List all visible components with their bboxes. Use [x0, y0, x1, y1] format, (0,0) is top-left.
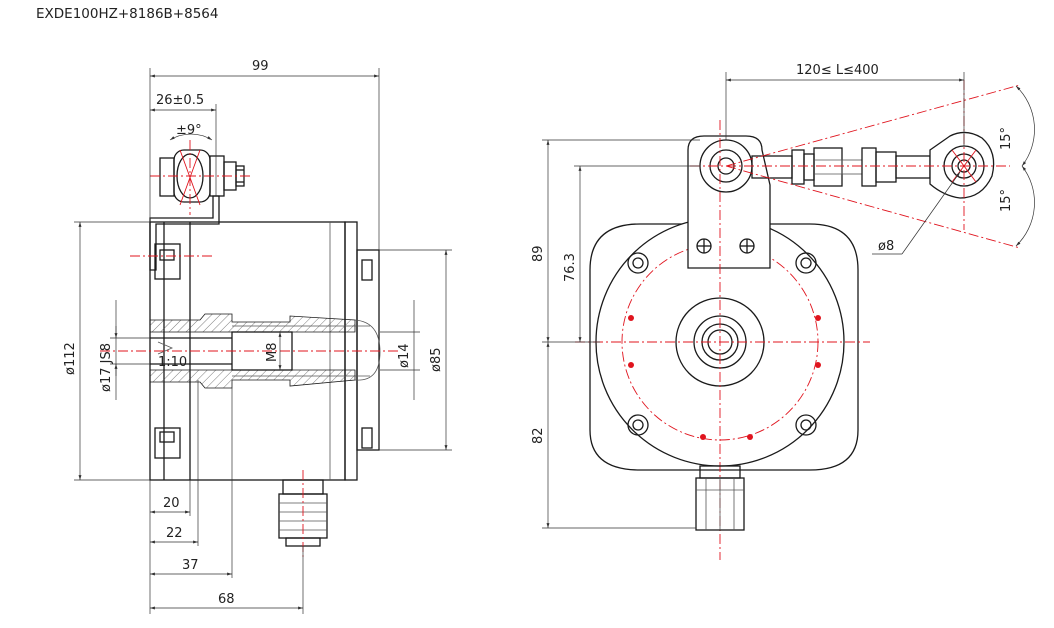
dim-9deg-label: ±9° [176, 123, 202, 138]
dim-26-label: 26±0.5 [156, 93, 204, 108]
dim-89-label: 89 [531, 245, 546, 262]
taper-label: 1:10 [158, 355, 187, 370]
shaft-section-top [149, 313, 356, 333]
dim-15a-label: 15° [999, 127, 1014, 150]
bolt-head [159, 157, 175, 197]
m8-label: M8 [265, 343, 280, 363]
side-view-dimensions: 99 26±0.5 ±9° ø112 ø17 JS8 1:10 M8 ø14 [63, 59, 452, 614]
dim-76-label: 76.3 [563, 253, 578, 282]
bolt-circle-holes [628, 315, 821, 440]
corner-screw [627, 414, 649, 436]
dim-L-label: 120≤ L≤400 [796, 63, 879, 78]
front-view-dimensions: 120≤ L≤400 15° 15° ø8 89 76.3 82 [531, 63, 1035, 529]
page-title: EXDE100HZ+8186B+8564 [36, 6, 219, 22]
hex-nut-right [875, 151, 897, 183]
shaft-section-bottom [149, 369, 356, 389]
dim-17-label: ø17 JS8 [99, 343, 114, 392]
dim-22-label: 22 [166, 526, 183, 541]
dim-8-label: ø8 [878, 239, 894, 254]
front-view [575, 80, 1021, 560]
hex-nut-left [813, 147, 843, 187]
dim-15b-label: 15° [999, 189, 1014, 212]
rod-end-right [929, 131, 995, 199]
side-view [100, 133, 400, 560]
dim-37-label: 37 [182, 558, 199, 573]
dim-99-label: 99 [252, 59, 269, 74]
dim-82-label: 82 [531, 427, 546, 444]
dim-85-label: ø85 [429, 348, 444, 373]
dim-112-label: ø112 [63, 342, 78, 375]
dim-20-label: 20 [163, 496, 180, 511]
dim-68-label: 68 [218, 592, 235, 607]
corner-screw [627, 252, 649, 274]
square-flange [589, 223, 859, 471]
dim-14-label: ø14 [397, 344, 412, 369]
corner-screw [795, 414, 817, 436]
corner-screw [795, 252, 817, 274]
flange-boss [356, 249, 380, 451]
